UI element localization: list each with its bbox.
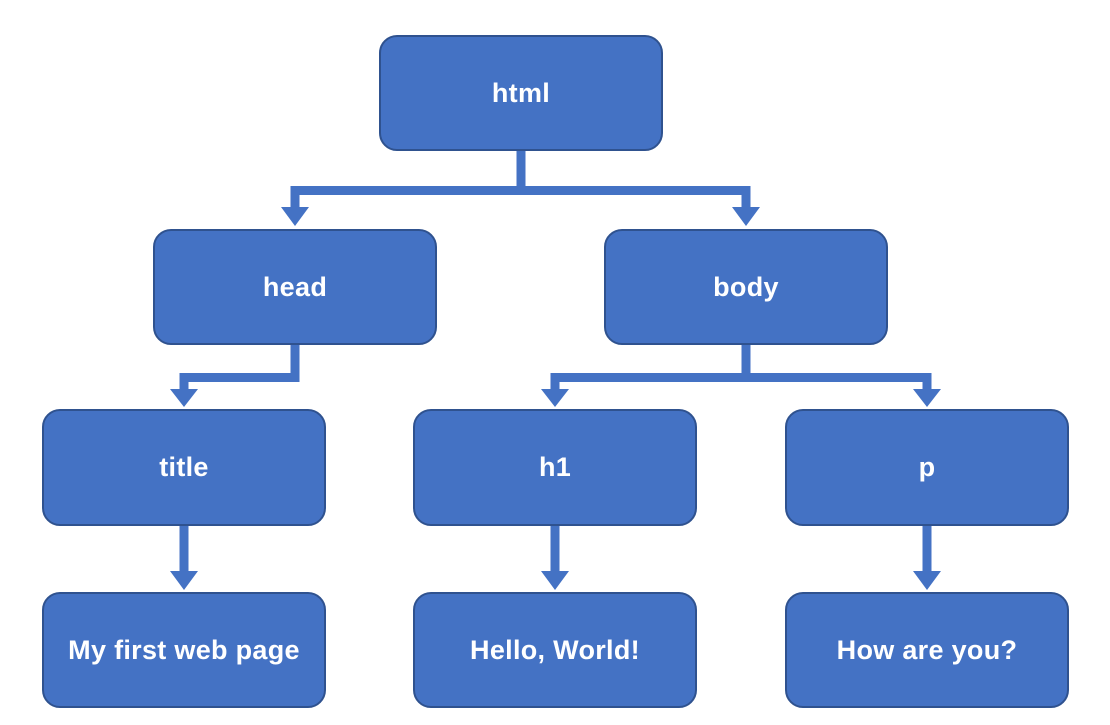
node-h1: h1	[413, 409, 697, 526]
node-html: html	[379, 35, 663, 151]
node-h1-label: h1	[538, 452, 572, 482]
edge-body-to-h1-and-p	[541, 345, 941, 407]
node-p-label: p	[918, 452, 936, 482]
node-p: p	[785, 409, 1069, 526]
edge-title-to-title-text	[170, 526, 198, 590]
node-html-label: html	[491, 77, 551, 108]
node-h1-text-label: Hello, World!	[470, 634, 640, 665]
arrowhead-to-title-text	[170, 571, 198, 590]
arrowhead-to-head	[281, 207, 309, 226]
edge-p-to-p-text	[913, 526, 941, 590]
arrowhead-to-p	[913, 389, 941, 407]
node-h1-text: Hello, World!	[413, 592, 697, 708]
node-title-text-label: My first web page	[68, 634, 300, 665]
node-title-text: My first web page	[42, 592, 326, 708]
edge-html-to-head-and-body	[281, 151, 760, 226]
arrowhead-to-p-text	[913, 571, 941, 590]
edge-h1-to-h1-text	[541, 526, 569, 590]
edge-head-to-title	[170, 345, 300, 407]
arrowhead-to-body	[732, 207, 760, 226]
node-p-text: How are you?	[785, 592, 1069, 708]
node-title-label: title	[159, 452, 209, 482]
node-p-text-label: How are you?	[836, 634, 1018, 665]
arrowhead-to-title	[170, 389, 198, 407]
arrowhead-to-h1-text	[541, 571, 569, 590]
node-body-label: body	[713, 271, 779, 302]
node-body: body	[604, 229, 888, 345]
node-head: head	[153, 229, 437, 345]
arrowhead-to-h1	[541, 389, 569, 407]
node-head-label: head	[262, 271, 328, 302]
node-title: title	[42, 409, 326, 526]
